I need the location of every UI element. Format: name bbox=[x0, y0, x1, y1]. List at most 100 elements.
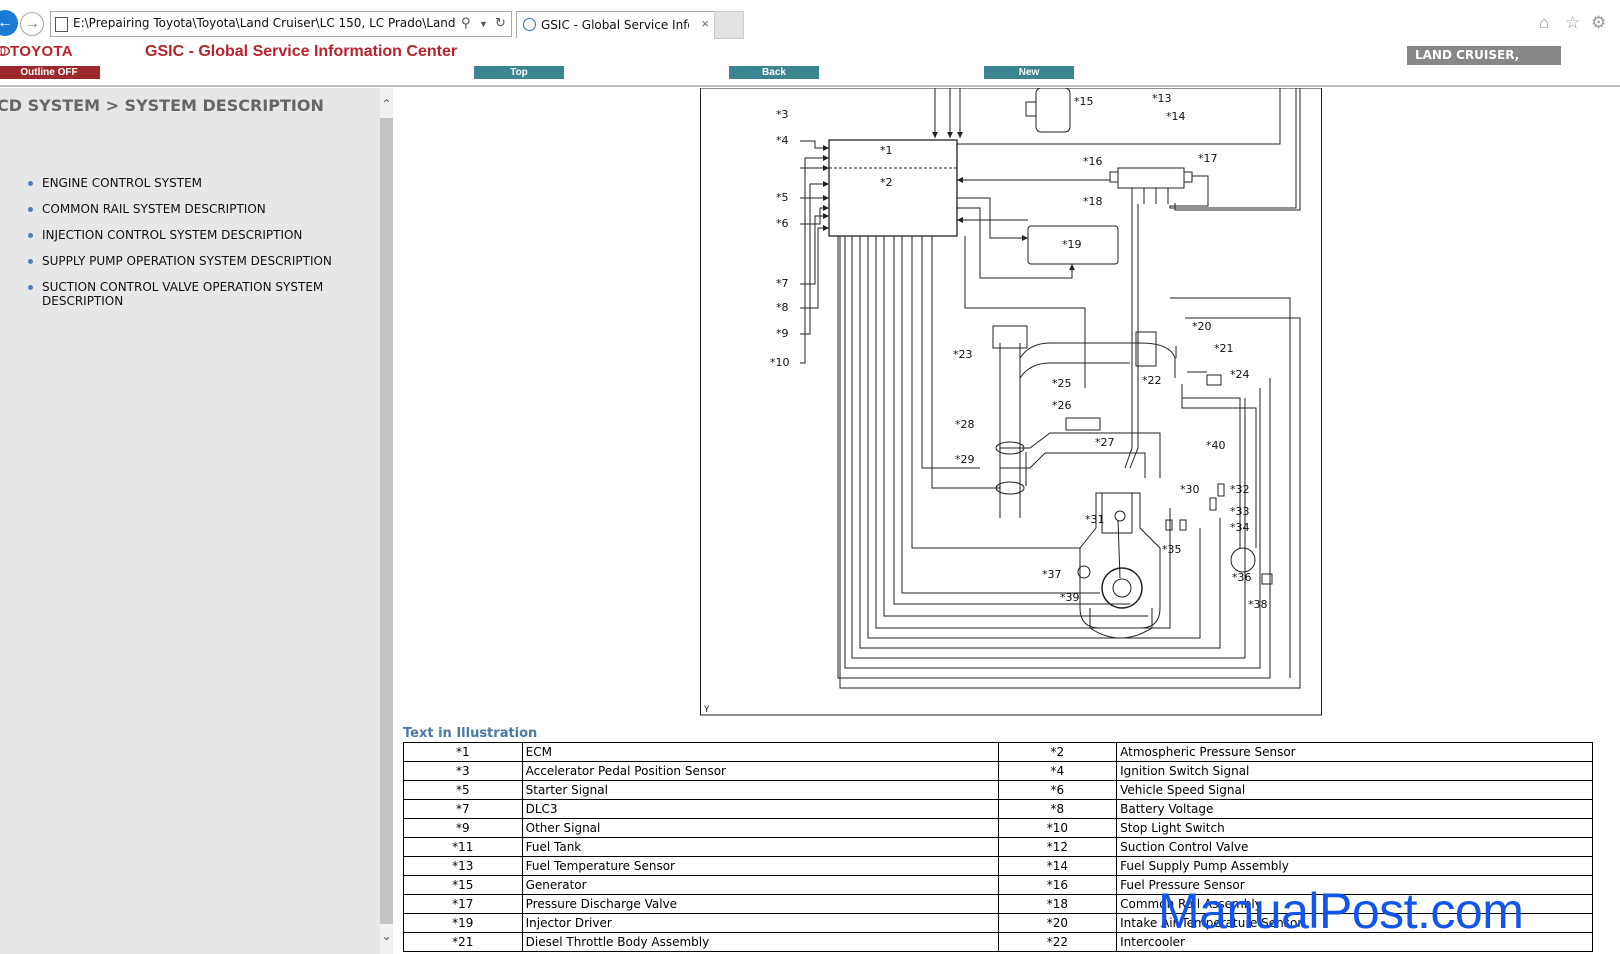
toc-item-supply-pump[interactable]: SUPPLY PUMP OPERATION SYSTEM DESCRIPTION bbox=[28, 254, 358, 268]
sidebar-scrollbar[interactable]: ⌃ ⌄ bbox=[380, 88, 393, 954]
svg-text:*2: *2 bbox=[880, 176, 893, 189]
dropdown-icon[interactable]: ▼ bbox=[479, 19, 488, 29]
toc-item-engine-control[interactable]: ENGINE CONTROL SYSTEM bbox=[28, 176, 358, 190]
outline-toggle-button[interactable]: Outline OFF bbox=[0, 66, 100, 79]
breadcrumb: CD SYSTEM > SYSTEM DESCRIPTION bbox=[0, 96, 324, 115]
svg-text:*19: *19 bbox=[1062, 238, 1082, 251]
callout-description-cell: Fuel Supply Pump Assembly bbox=[1116, 856, 1593, 876]
browser-tab[interactable]: GSIC - Global Service Infor... × bbox=[516, 11, 716, 38]
svg-text:*27: *27 bbox=[1095, 436, 1115, 449]
home-icon[interactable]: ⌂ bbox=[1539, 13, 1550, 32]
callout-description-cell: Diesel Throttle Body Assembly bbox=[521, 932, 999, 952]
svg-text:*26: *26 bbox=[1052, 399, 1072, 412]
illustration-title: Text in Illustration bbox=[403, 726, 538, 741]
common-rail bbox=[1117, 167, 1185, 189]
svg-text:*18: *18 bbox=[1083, 195, 1103, 208]
svg-text:*10: *10 bbox=[770, 356, 790, 369]
callout-number-cell: *5 bbox=[403, 780, 523, 800]
callout-description-cell: Common Rail Assembly bbox=[1116, 894, 1593, 914]
svg-text:*14: *14 bbox=[1166, 110, 1186, 123]
svg-text:*20: *20 bbox=[1192, 320, 1212, 333]
header-divider bbox=[0, 85, 1620, 87]
callout-description-cell: Suction Control Valve bbox=[1116, 837, 1593, 857]
toc-item-label[interactable]: ENGINE CONTROL SYSTEM bbox=[42, 176, 203, 190]
settings-gear-icon[interactable]: ⚙ bbox=[1591, 13, 1607, 32]
speed-sensor bbox=[1230, 547, 1256, 573]
callout-description-cell: Injector Driver bbox=[521, 913, 999, 933]
tab-title: GSIC - Global Service Infor... bbox=[541, 18, 689, 32]
svg-text:*23: *23 bbox=[953, 348, 973, 361]
svg-text:*25: *25 bbox=[1052, 377, 1072, 390]
new-tab-button[interactable] bbox=[714, 11, 744, 39]
forward-arrow-icon[interactable]: → bbox=[20, 12, 44, 36]
generator bbox=[1035, 88, 1071, 133]
watermark: ManualPost.com bbox=[1158, 883, 1524, 939]
svg-text:*3: *3 bbox=[776, 108, 789, 121]
sidebar: CD SYSTEM > SYSTEM DESCRIPTION ENGINE CO… bbox=[0, 88, 380, 954]
bullet-icon bbox=[28, 285, 33, 290]
tab-favicon-icon bbox=[523, 18, 536, 31]
svg-text:*17: *17 bbox=[1198, 152, 1218, 165]
top-button[interactable]: Top bbox=[474, 66, 564, 79]
svg-text:*35: *35 bbox=[1162, 543, 1182, 556]
callout-description-cell: Ignition Switch Signal bbox=[1116, 761, 1593, 781]
bullet-icon bbox=[28, 207, 33, 212]
model-label: LAND CRUISER, bbox=[1407, 46, 1561, 65]
svg-text:*28: *28 bbox=[955, 418, 975, 431]
search-icon[interactable]: ⚲ bbox=[461, 15, 471, 30]
callout-number-cell: *15 bbox=[403, 875, 523, 895]
svg-text:*13: *13 bbox=[1152, 92, 1172, 105]
svg-text:*9: *9 bbox=[776, 327, 789, 340]
callout-description-cell: Vehicle Speed Signal bbox=[1116, 780, 1593, 800]
scroll-thumb[interactable] bbox=[380, 118, 393, 924]
air-temp-sensor bbox=[1206, 374, 1222, 386]
toc-item-common-rail[interactable]: COMMON RAIL SYSTEM DESCRIPTION bbox=[28, 202, 358, 216]
toc-item-suction-control[interactable]: SUCTION CONTROL VALVE OPERATION SYSTEM D… bbox=[28, 280, 358, 308]
address-bar[interactable]: E:\Prepairing Toyota\Toyota\Land Cruiser… bbox=[50, 11, 512, 37]
callout-description-cell: Atmospheric Pressure Sensor bbox=[1116, 742, 1593, 762]
callout-number-cell: *14 bbox=[997, 856, 1118, 876]
back-arrow-icon[interactable]: ← bbox=[0, 10, 18, 36]
toc-item-label[interactable]: SUCTION CONTROL VALVE OPERATION SYSTEM D… bbox=[42, 280, 324, 308]
svg-text:*33: *33 bbox=[1230, 505, 1250, 518]
injector-driver-box bbox=[1027, 225, 1119, 265]
toc-item-injection-control[interactable]: INJECTION CONTROL SYSTEM DESCRIPTION bbox=[28, 228, 358, 242]
callout-number-cell: *19 bbox=[403, 913, 523, 933]
engine-control-diagram: *3 *4 *5 *6 *7 *8 *9 *10 *1 *2 *15 *13 *… bbox=[700, 88, 1322, 716]
svg-text:*7: *7 bbox=[776, 277, 789, 290]
toc-item-label[interactable]: INJECTION CONTROL SYSTEM DESCRIPTION bbox=[42, 228, 303, 242]
callout-number-cell: *20 bbox=[997, 913, 1118, 933]
address-text[interactable]: E:\Prepairing Toyota\Toyota\Land Cruiser… bbox=[73, 16, 455, 30]
callout-number-cell: *13 bbox=[403, 856, 523, 876]
toc-item-label[interactable]: COMMON RAIL SYSTEM DESCRIPTION bbox=[42, 202, 266, 216]
svg-text:*24: *24 bbox=[1230, 368, 1250, 381]
svg-text:*21: *21 bbox=[1214, 342, 1234, 355]
bullet-icon bbox=[28, 259, 33, 264]
toyota-emblem-icon bbox=[0, 46, 10, 56]
back-button[interactable]: Back bbox=[729, 66, 819, 79]
favorites-star-icon[interactable]: ☆ bbox=[1565, 13, 1581, 32]
callout-number-cell: *17 bbox=[403, 894, 523, 914]
scroll-down-icon[interactable]: ⌄ bbox=[381, 929, 392, 943]
svg-text:*8: *8 bbox=[776, 301, 789, 314]
svg-text:*22: *22 bbox=[1142, 374, 1162, 387]
svg-text:*6: *6 bbox=[776, 217, 789, 230]
callout-description-cell: Fuel Tank bbox=[521, 837, 999, 857]
callout-number-cell: *1 bbox=[403, 742, 523, 762]
tab-close-icon[interactable]: × bbox=[701, 16, 709, 31]
svg-text:*34: *34 bbox=[1230, 521, 1250, 534]
engine-block bbox=[1079, 492, 1161, 629]
new-button[interactable]: New bbox=[984, 66, 1074, 79]
diagram-corner-label: Y bbox=[703, 705, 710, 715]
toc-item-label[interactable]: SUPPLY PUMP OPERATION SYSTEM DESCRIPTION bbox=[42, 254, 332, 268]
refresh-icon[interactable]: ↻ bbox=[495, 15, 506, 30]
svg-text:*39: *39 bbox=[1060, 591, 1080, 604]
scroll-up-icon[interactable]: ⌃ bbox=[381, 97, 392, 111]
svg-text:*36: *36 bbox=[1232, 571, 1252, 584]
callout-description-cell: Generator bbox=[521, 875, 999, 895]
